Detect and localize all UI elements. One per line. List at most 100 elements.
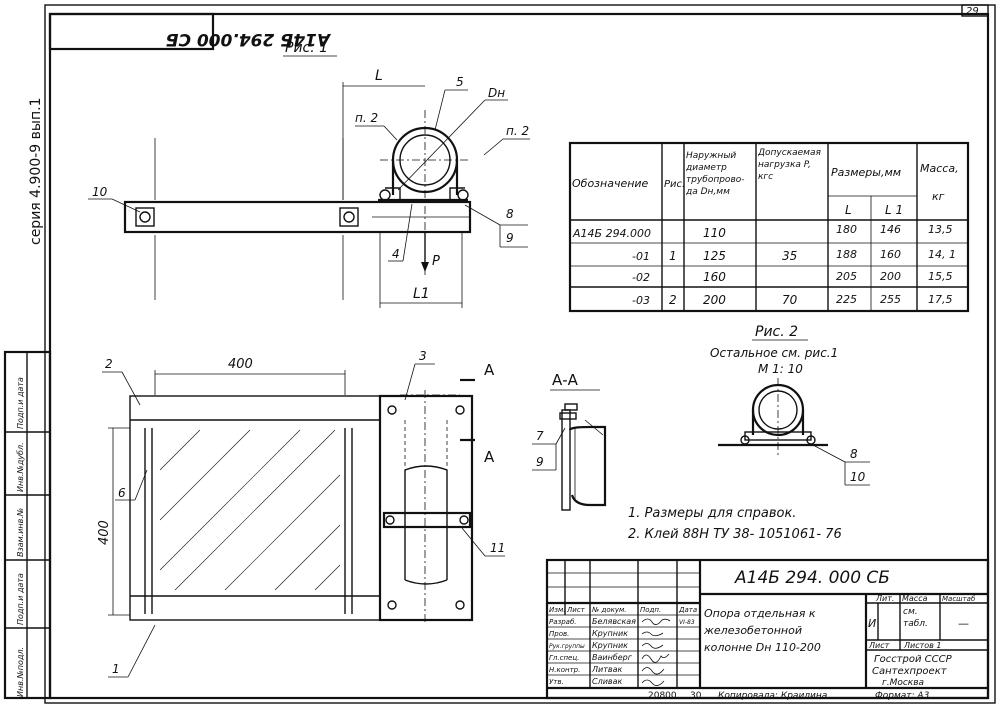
tb-role-1: Разраб. xyxy=(549,618,577,626)
spec-table: Обозначение Рис. Наружный диаметр трубоп… xyxy=(568,141,970,313)
tb-header-izm: Изм. xyxy=(549,606,565,614)
tb-role-6: Утв. xyxy=(549,678,564,686)
plan-callout-11: 11 xyxy=(490,541,505,555)
tb-scale-header: Масштаб xyxy=(942,595,976,603)
tb-header-date: Дата xyxy=(678,606,697,614)
fig2-note: Остальное см. рис.1 xyxy=(710,346,838,360)
row3-L1: 200 xyxy=(880,270,901,283)
tb-name-2: Крупник xyxy=(592,629,628,638)
tb-footer-left: 20800 xyxy=(648,691,677,701)
stamp-vzam: Взам.инв.№ xyxy=(16,508,25,557)
plan-view: 400 400 xyxy=(97,349,505,678)
section-mark-bottom: А xyxy=(484,448,495,466)
title-block: Изм. Лист № докум. Подп. Дата Разраб. Пр… xyxy=(545,558,990,701)
stamp-inv-dubl: Инв.№дубл. xyxy=(16,442,25,492)
side-stamp: Инв.№подл. Подп.и дата Взам.инв.№ Инв.№д… xyxy=(3,350,52,700)
tb-name-6: Сливак xyxy=(592,677,623,686)
fig2-callout-8: 8 xyxy=(850,447,858,461)
fig1-dn-label: Dн xyxy=(488,86,505,100)
tb-name-1: Белявская xyxy=(592,617,636,626)
fig1-callout-8: 8 xyxy=(506,207,514,221)
header-designation: Обозначение xyxy=(572,177,649,190)
row2-diameter: 125 xyxy=(703,249,726,263)
fig1-title: Рис. 1 xyxy=(285,40,328,56)
row3-designation: -02 xyxy=(632,271,650,284)
stamp-inv-podl: Инв.№подл. xyxy=(16,647,25,697)
load-group-2: 70 xyxy=(782,293,798,307)
tb-code: А14Б 294. 000 СБ xyxy=(734,568,890,588)
plan-dim-height: 400 xyxy=(97,520,112,545)
fig2-scale: М 1: 10 xyxy=(758,362,803,376)
tb-footer-num: 30 xyxy=(690,691,702,701)
figure-2: Рис. 2 Остальное см. рис.1 М 1: 10 8 10 xyxy=(710,324,870,486)
tb-role-4: Гл.спец. xyxy=(549,654,579,662)
fig1-callout-5: 5 xyxy=(456,75,464,89)
series-label: серия 4.900-9 вып.1 xyxy=(28,98,44,245)
plan-hatch xyxy=(159,429,341,591)
row3-mass: 15,5 xyxy=(928,270,953,283)
header-load: Допускаемая нагрузка P, кгс xyxy=(758,148,821,182)
tb-mass-header: Масса xyxy=(902,594,928,603)
tb-sheets-label: Листов 1 xyxy=(903,641,942,650)
tb-name-3: Крупник xyxy=(592,641,628,650)
fig-group-2: 2 xyxy=(669,293,677,307)
fig1-dim-L: L xyxy=(375,68,383,84)
row4-mass: 17,5 xyxy=(928,293,953,306)
row1-diameter: 110 xyxy=(703,226,726,240)
row3-L: 205 xyxy=(836,270,857,283)
tb-header-doc: № докум. xyxy=(591,606,627,614)
section-title: А-А xyxy=(552,371,579,389)
tb-name-line-3: колонне Dн 110-200 xyxy=(704,641,821,654)
section-callout-7: 7 xyxy=(536,429,544,443)
signature-2 xyxy=(641,631,664,637)
tb-copied: Копировала: Краилина xyxy=(718,691,827,701)
fig1-callout-9: 9 xyxy=(506,231,514,245)
tb-scale-value: — xyxy=(958,617,969,630)
tb-name-line-1: Опора отдельная к xyxy=(704,607,816,620)
section-callout-9: 9 xyxy=(536,455,544,469)
row3-diameter: 160 xyxy=(703,270,726,284)
plan-callout-1: 1 xyxy=(112,662,120,676)
plan-callout-2: 2 xyxy=(105,357,113,371)
stamp-podp-2: Подп.и дата xyxy=(16,377,25,429)
row1-L: 180 xyxy=(836,223,857,236)
fig1-callout-10: 10 xyxy=(92,185,108,199)
row4-L1: 255 xyxy=(880,293,901,306)
row4-designation: -03 xyxy=(632,294,650,307)
signature-1 xyxy=(641,618,671,625)
tb-date: VI-83 xyxy=(679,619,695,626)
fig1-dim-L1: L1 xyxy=(413,286,430,302)
note-1: 1. Размеры для справок. xyxy=(628,506,796,521)
tb-sheet-label: Лист xyxy=(868,641,890,650)
tb-mass-value: см. табл. xyxy=(903,607,928,629)
tb-name-line-2: железобетонной xyxy=(703,624,802,637)
tb-lit-value: И xyxy=(868,617,876,630)
row1-mass: 13,5 xyxy=(928,223,953,236)
row1-designation: А14Б 294.000 xyxy=(572,227,651,240)
tb-role-3: Рук.группы xyxy=(549,643,585,650)
header-mass: Масса, xyxy=(920,162,959,175)
header-mass-unit: кг xyxy=(932,190,945,203)
fig1-callout-4: 4 xyxy=(392,247,400,261)
tb-org-1: Госстрой СССР xyxy=(874,654,953,665)
signature-6 xyxy=(641,679,665,686)
tb-role-2: Пров. xyxy=(549,630,569,638)
signature-3 xyxy=(641,643,664,649)
header-size-L1: L 1 xyxy=(885,203,903,217)
header-fig: Рис. xyxy=(664,179,685,190)
page-number-box xyxy=(961,4,989,17)
tb-role-5: Н.контр. xyxy=(549,666,580,674)
header-sizes: Размеры,мм xyxy=(831,166,901,179)
row1-L1: 146 xyxy=(880,223,901,236)
tb-name-4: Ваинберг xyxy=(592,653,633,662)
plan-callout-3: 3 xyxy=(419,349,427,363)
tb-lit-header: Лит. xyxy=(875,594,894,603)
mirrored-code: А14Б 294.000 СБ xyxy=(165,29,332,49)
tb-header-list: Лист xyxy=(566,606,586,614)
fig2-callout-10: 10 xyxy=(850,470,866,484)
fig1-p2-left: п. 2 xyxy=(355,111,378,125)
row4-diameter: 200 xyxy=(703,293,726,307)
tb-name-5: Литвак xyxy=(591,665,622,674)
mirrored-code-box xyxy=(48,12,215,51)
